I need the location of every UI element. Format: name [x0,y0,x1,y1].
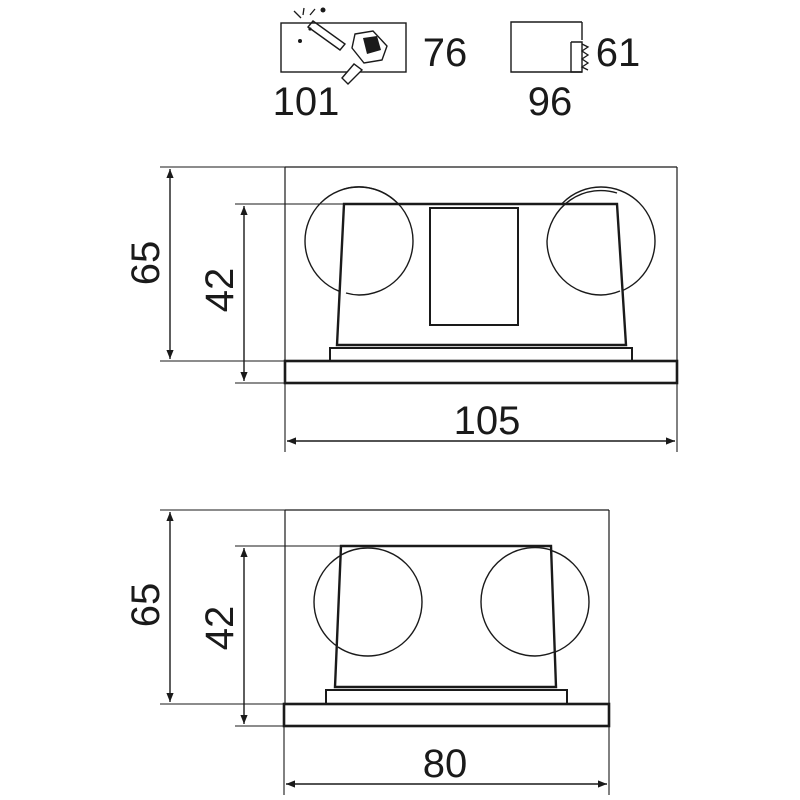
saw-tool-icon [293,7,388,85]
square-cutout-width: 96 [528,80,573,124]
side-inner-height-label: 42 [198,606,242,651]
housing-body [335,202,628,347]
round-cutout-width: 101 [273,80,340,124]
front-width-label: 105 [454,399,521,443]
front-inner-height-label: 42 [198,268,242,313]
side-width-label: 80 [423,742,468,786]
front-view: 65 42 105 [124,166,679,452]
round-cutout-info: 76 101 [273,7,468,124]
base-step [325,689,568,704]
housing-body [333,544,558,689]
front-outer-height-label: 65 [124,241,168,286]
round-cutout-height: 76 [423,31,468,75]
side-view: 65 42 80 [124,509,611,795]
square-cutout-height: 61 [596,31,641,75]
cutout-outline [280,22,407,73]
cutout-outline [510,21,582,73]
center-block [429,207,519,326]
flange [282,702,611,728]
square-cutout-info: 61 96 [510,21,641,124]
flange [283,359,679,385]
base-step [329,347,633,360]
serrated-edge-icon [570,41,583,73]
side-outer-height-label: 65 [124,583,168,628]
